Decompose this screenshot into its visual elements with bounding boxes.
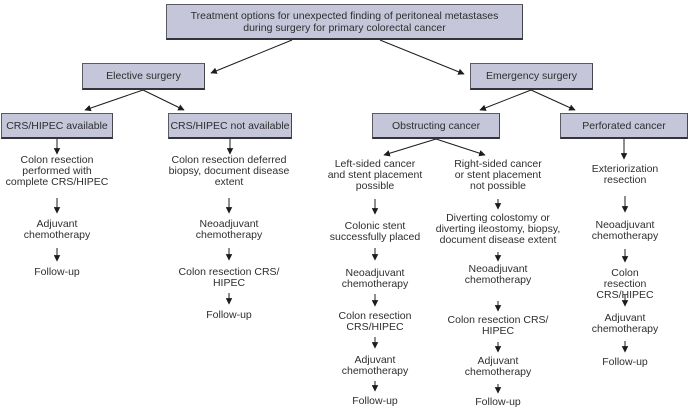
step-crs-available-resection: Colon resection performed with complete … bbox=[5, 154, 109, 188]
arrow-obstructing-left bbox=[383, 138, 437, 157]
obstructing-cancer-box: Obstructing cancer bbox=[372, 113, 500, 139]
crs-hipec-not-available-box: CRS/HIPEC not available bbox=[168, 113, 292, 139]
crs-hipec-available-box: CRS/HIPEC available bbox=[1, 113, 113, 139]
arrow-elective-crs-available bbox=[84, 89, 144, 112]
step-obstructing-left-condition: Left-sided cancer and stent placement po… bbox=[327, 158, 423, 192]
step-obstructing-left-stent: Colonic stent successfully placed bbox=[329, 220, 421, 243]
arrow-obstructing-right bbox=[435, 138, 486, 157]
step-obstructing-right-resection: Colon resection CRS/ HIPEC bbox=[447, 314, 549, 337]
arrow-emergency-perforated bbox=[530, 89, 576, 111]
root-box: Treatment options for unexpected finding… bbox=[166, 4, 523, 40]
step-obstructing-right-diversion: Diverting colostomy or diverting ileosto… bbox=[435, 212, 561, 246]
emergency-surgery-box: Emergency surgery bbox=[470, 63, 593, 90]
step-obstructing-right-condition: Right-sided cancer or stent placement no… bbox=[454, 158, 542, 192]
step-obstructing-right-neoadjuvant: Neoadjuvant chemotherapy bbox=[464, 263, 532, 286]
perforated-cancer-box: Perforated cancer bbox=[560, 113, 688, 139]
arrow-root-elective bbox=[210, 39, 293, 74]
step-obstructing-left-adjuvant: Adjuvant chemotherapy bbox=[341, 354, 409, 377]
step-perforated-adjuvant: Adjuvant chemotherapy bbox=[591, 312, 659, 335]
step-perforated-neoadjuvant: Neoadjuvant chemotherapy bbox=[591, 219, 659, 242]
step-crs-not-available-followup: Follow-up bbox=[206, 309, 252, 321]
step-obstructing-left-neoadjuvant: Neoadjuvant chemotherapy bbox=[341, 267, 409, 290]
step-crs-not-available-resection: Colon resection CRS/ HIPEC bbox=[178, 266, 280, 289]
step-obstructing-left-resection: Colon resection CRS/HIPEC bbox=[338, 310, 412, 333]
step-obstructing-right-adjuvant: Adjuvant chemotherapy bbox=[464, 355, 532, 378]
step-obstructing-left-followup: Follow-up bbox=[352, 395, 398, 407]
arrow-root-emergency bbox=[379, 39, 465, 75]
step-crs-available-followup: Follow-up bbox=[34, 266, 80, 278]
arrow-elective-crs-not-available bbox=[142, 89, 185, 111]
step-perforated-followup: Follow-up bbox=[602, 356, 648, 368]
arrow-emergency-obstructing bbox=[479, 89, 532, 111]
step-perforated-exteriorization: Exteriorization resection bbox=[591, 163, 659, 186]
step-obstructing-right-followup: Follow-up bbox=[475, 396, 521, 408]
step-crs-available-adjuvant: Adjuvant chemotherapy bbox=[23, 218, 91, 241]
step-crs-not-available-neoadjuvant: Neoadjuvant chemotherapy bbox=[195, 218, 263, 241]
step-crs-not-available-deferred: Colon resection deferred biopsy, documen… bbox=[168, 154, 290, 188]
elective-surgery-box: Elective surgery bbox=[82, 63, 205, 90]
step-perforated-resection: Colon resection CRS/HIPEC bbox=[596, 267, 654, 301]
